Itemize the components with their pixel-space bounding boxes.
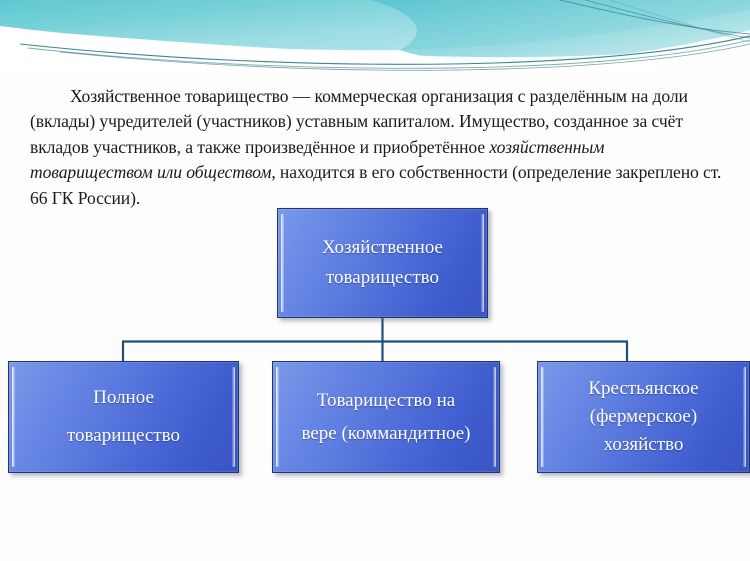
org-node-root-label: Хозяйственное товарищество	[322, 237, 443, 288]
paragraph-segment-italic: хозяйственным товариществом или общество…	[30, 136, 605, 183]
org-node-peasant-farm[interactable]: Крестьянское (фермерское) хозяйство	[537, 361, 750, 473]
intro-paragraph: Хозяйственное товарищество — коммерческа…	[30, 84, 722, 212]
paragraph-segment-3: , находится в его собственности (определ…	[30, 162, 722, 208]
paragraph-segment-1: Хозяйственное товарищество — коммерческа…	[30, 85, 688, 157]
org-node-limited-partnership-label: Товарищество на вере (коммандитное)	[301, 390, 471, 444]
org-node-limited-partnership[interactable]: Товарищество на вере (коммандитное)	[272, 361, 500, 473]
org-node-peasant-farm-label: Крестьянское (фермерское) хозяйство	[588, 378, 699, 455]
org-node-full-partnership[interactable]: Полное товарищество	[8, 361, 239, 473]
org-node-root[interactable]: Хозяйственное товарищество	[277, 208, 488, 318]
org-node-full-partnership-label: Полное товарищество	[67, 387, 180, 446]
